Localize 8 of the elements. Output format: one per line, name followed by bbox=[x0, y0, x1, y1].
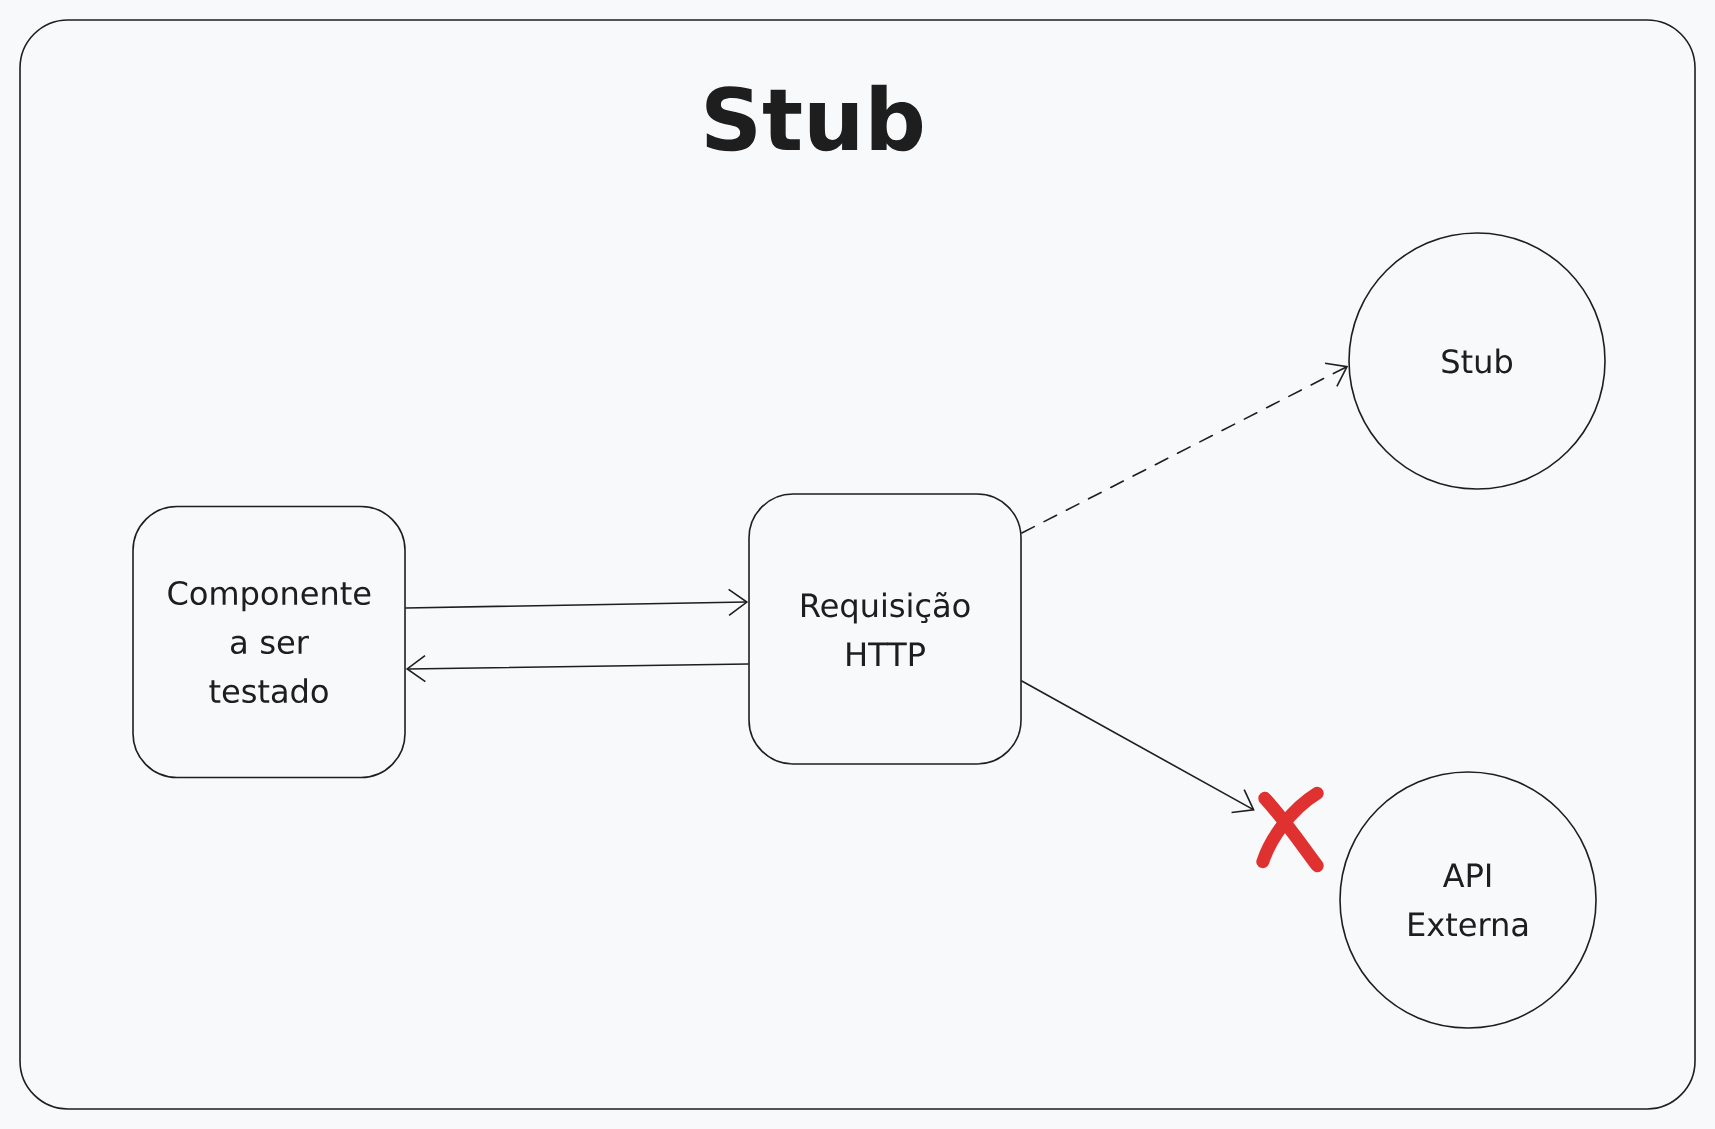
process-box: Componente a ser testado bbox=[132, 505, 406, 779]
arrow bbox=[405, 654, 749, 683]
dashed-arrow bbox=[1021, 362, 1349, 534]
cross-mark bbox=[1256, 786, 1324, 873]
title: Stub bbox=[706, 84, 923, 152]
arrow bbox=[1021, 680, 1255, 814]
process-box: Requisição HTTP bbox=[748, 493, 1022, 765]
arrow bbox=[405, 588, 749, 617]
